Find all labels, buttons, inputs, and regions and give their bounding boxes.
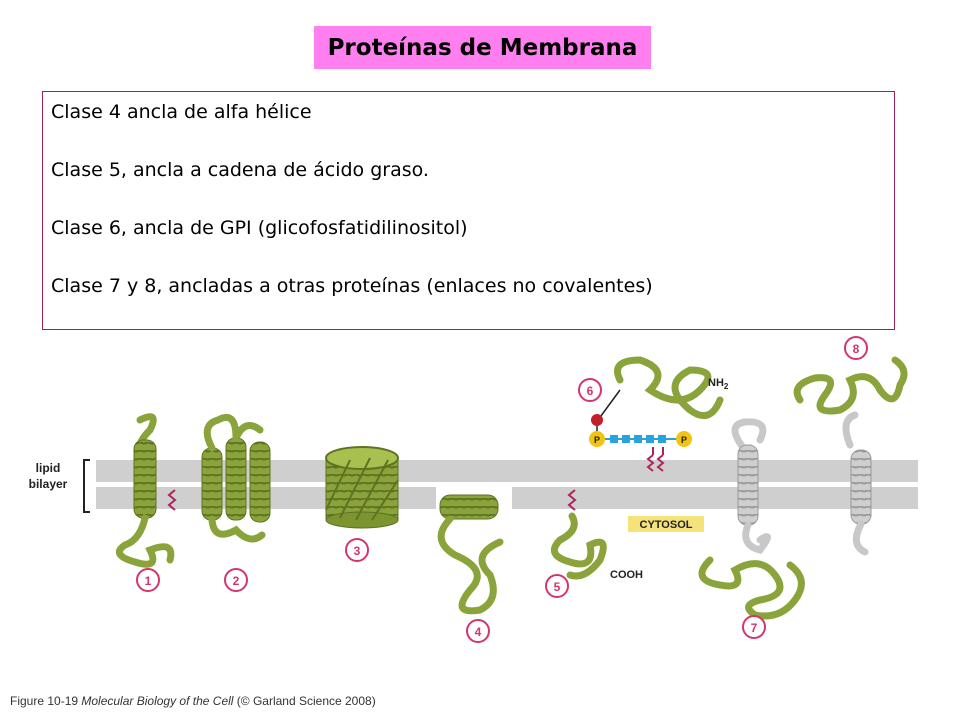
protein-8-peripheral (793, 356, 908, 556)
svg-text:P: P (681, 435, 687, 445)
marker-5: 5 (545, 574, 569, 598)
svg-text:1: 1 (145, 574, 152, 588)
marker-7: 7 (742, 615, 766, 639)
sugar-2 (622, 435, 630, 443)
inner-leaflet-right (512, 487, 918, 509)
svg-text:2: 2 (233, 574, 240, 588)
figure-caption: Figure 10-19 Molecular Biology of the Ce… (10, 694, 376, 708)
caption-suffix: (© Garland Science 2008) (233, 694, 376, 708)
bullet-class-5: Clase 5, ancla a cadena de ácido graso. (51, 159, 429, 181)
marker-6: 6 (578, 378, 602, 402)
bullet-class-4: Clase 4 ancla de alfa hélice (51, 101, 312, 123)
bilayer-label-line1: lipid (36, 461, 61, 475)
protein-6-gpi-anchored: NH2 P P (589, 356, 729, 472)
protein-4-monotopic (437, 494, 504, 615)
phosphate-left (589, 431, 605, 447)
protein-3-beta-barrel (325, 446, 399, 529)
caption-prefix: Figure 10-19 (10, 694, 82, 708)
anchor-joint (591, 414, 603, 426)
svg-text:5: 5 (554, 580, 561, 594)
marker-4: 4 (466, 619, 490, 643)
svg-text:4: 4 (475, 625, 482, 639)
membrane-proteins-figure: lipid bilayer COOH (29, 336, 918, 643)
phosphate-right (676, 431, 692, 447)
cooh-label: COOH (610, 569, 643, 581)
cytosol-label: CYTOSOL (640, 519, 693, 531)
marker-2: 2 (224, 568, 248, 592)
caption-book-title: Molecular Biology of the Cell (81, 694, 234, 708)
sugar-3 (634, 435, 642, 443)
bilayer-label-line2: bilayer (29, 477, 68, 491)
slide-title: Proteínas de Membrana (314, 26, 651, 69)
cytosol-tag: CYTOSOL (628, 516, 704, 532)
class-markers: 1 2 3 4 5 6 7 8 (136, 336, 868, 643)
protein-7-peripheral (698, 418, 805, 620)
bullet-box: Clase 4 ancla de alfa hélice Clase 5, an… (42, 91, 895, 330)
bilayer-label: lipid bilayer (29, 459, 90, 513)
outer-leaflet (96, 460, 918, 482)
bullet-class-7-8: Clase 7 y 8, ancladas a otras proteínas … (51, 275, 653, 297)
sugar-5 (658, 435, 666, 443)
svg-text:P: P (594, 435, 600, 445)
svg-text:6: 6 (587, 384, 594, 398)
marker-1: 1 (136, 568, 160, 592)
protein-2-multi-pass (201, 413, 271, 543)
svg-text:3: 3 (354, 544, 361, 558)
protein-1-single-pass (116, 413, 177, 568)
nh2-label: NH2 (708, 377, 729, 391)
sugar-1 (610, 435, 618, 443)
sugar-4 (646, 435, 654, 443)
bilayer-bracket (83, 459, 90, 513)
bullet-class-6: Clase 6, ancla de GPI (glicofosfatidilin… (51, 217, 468, 239)
marker-3: 3 (345, 538, 369, 562)
protein-5-lipid-anchored: COOH (550, 489, 643, 581)
marker-8: 8 (844, 336, 868, 360)
svg-text:8: 8 (853, 342, 860, 356)
svg-text:7: 7 (751, 621, 758, 635)
